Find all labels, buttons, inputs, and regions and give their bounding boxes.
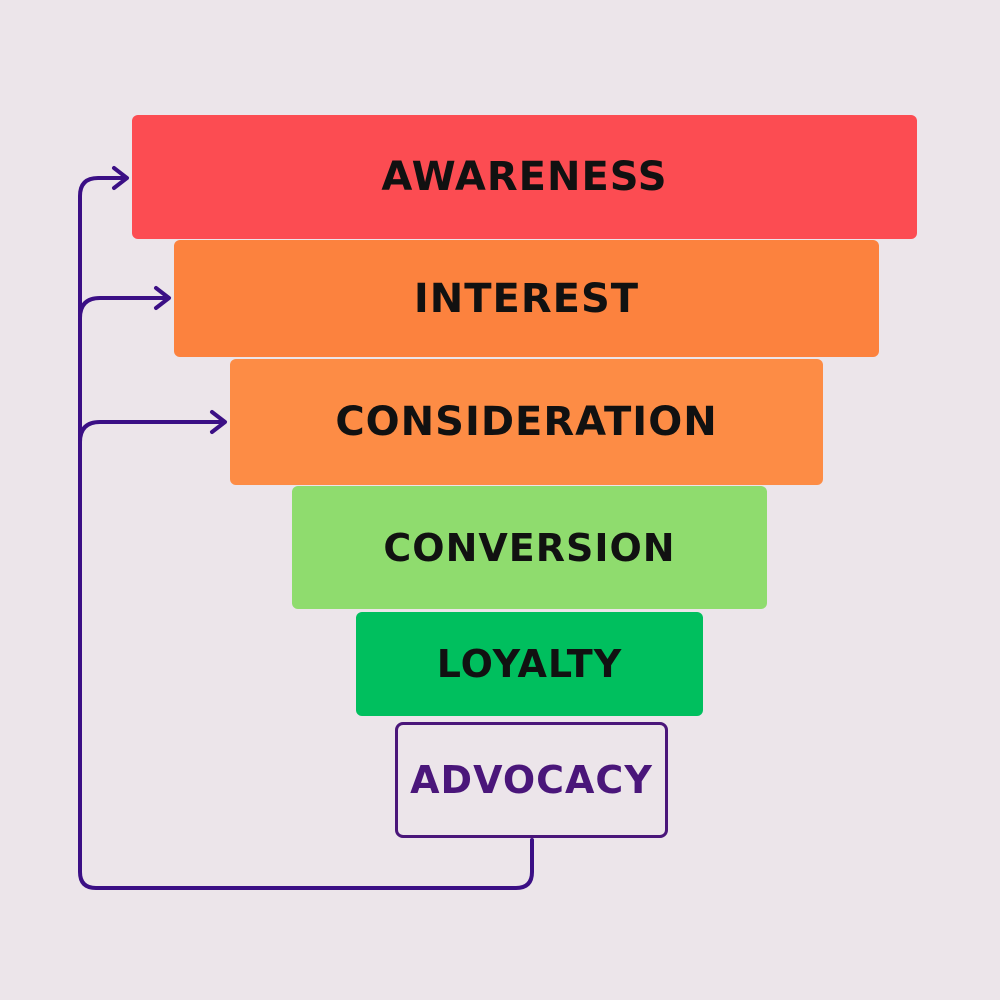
stage-conversion-label: CONVERSION	[383, 525, 676, 570]
stage-conversion: CONVERSION	[292, 486, 767, 609]
stage-advocacy-label: ADVOCACY	[410, 758, 653, 802]
stage-loyalty: LOYALTY	[356, 612, 703, 716]
stage-consideration-label: CONSIDERATION	[335, 399, 718, 445]
branch-consideration-line	[78, 420, 226, 444]
arrow-awareness-icon	[112, 166, 129, 190]
arrow-interest-icon	[154, 286, 171, 310]
stage-advocacy: ADVOCACY	[395, 722, 668, 838]
stage-consideration: CONSIDERATION	[230, 359, 823, 485]
arrow-consideration-icon	[210, 410, 227, 434]
stage-interest-label: INTEREST	[413, 275, 640, 322]
stage-awareness-label: AWARENESS	[381, 154, 668, 200]
stage-awareness: AWARENESS	[132, 115, 917, 239]
stage-interest: INTEREST	[174, 240, 879, 357]
branch-interest-line	[78, 296, 170, 320]
stage-loyalty-label: LOYALTY	[436, 642, 623, 686]
